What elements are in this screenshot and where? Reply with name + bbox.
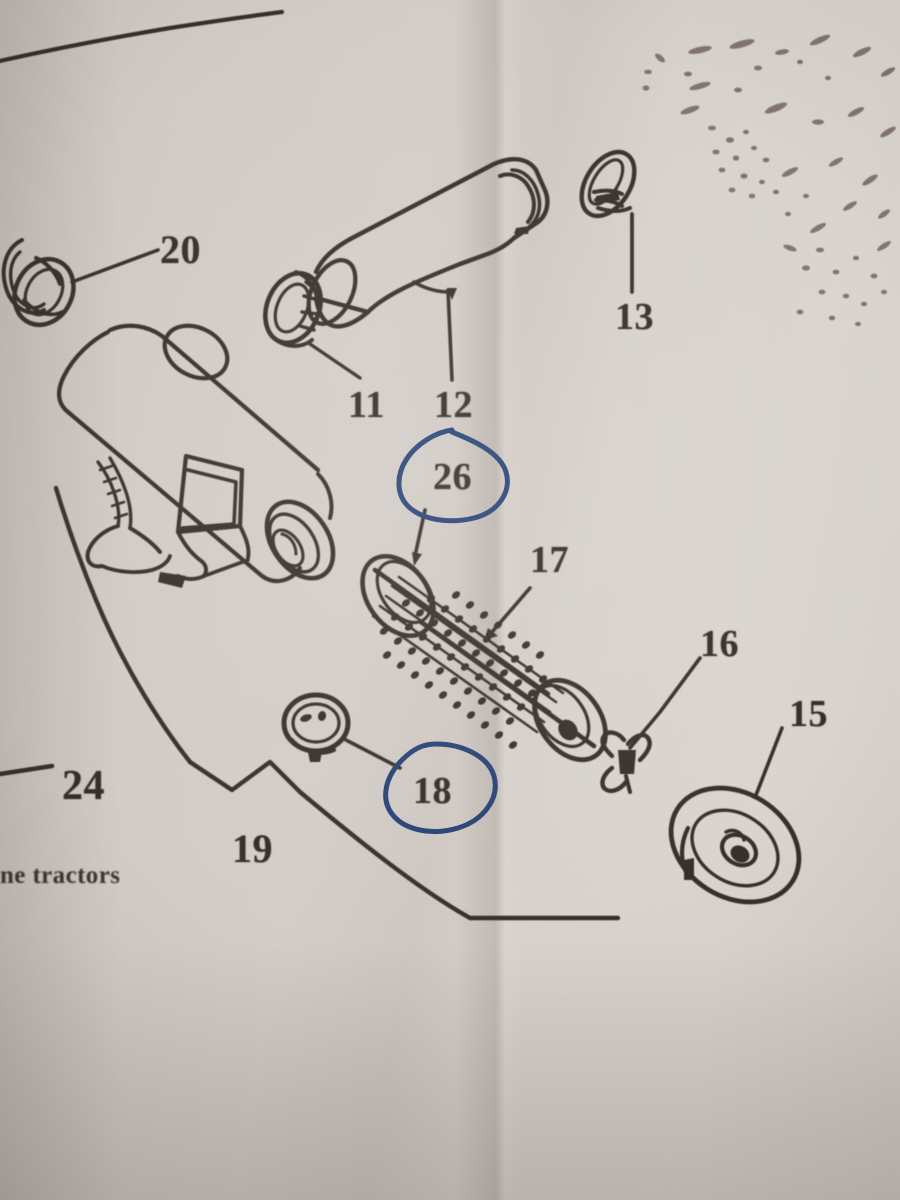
callout-16: 16 bbox=[700, 622, 739, 666]
page-caption-text: ne tractors bbox=[0, 862, 120, 890]
part-11-hose-clamp bbox=[263, 270, 362, 380]
faded-print-artifacts bbox=[642, 34, 896, 327]
part-15-end-cap-disc bbox=[668, 726, 802, 905]
callout-13: 13 bbox=[615, 295, 654, 339]
callout-20: 20 bbox=[160, 226, 201, 273]
paper-fold-crease bbox=[455, 0, 525, 1200]
air-cleaner-canister-body bbox=[57, 323, 336, 584]
part-18-retaining-nut bbox=[281, 692, 402, 770]
pen-circle-18 bbox=[383, 741, 498, 834]
part-20-hose-clamp bbox=[1, 238, 160, 328]
frame-line-top-left bbox=[0, 9, 285, 64]
callout-19: 19 bbox=[232, 825, 273, 872]
callout-15: 15 bbox=[789, 692, 828, 736]
pen-circle-26 bbox=[396, 427, 510, 524]
filter-mesh-dots bbox=[379, 591, 548, 749]
callout-18: 18 bbox=[413, 769, 452, 813]
callout-11: 11 bbox=[348, 383, 385, 427]
canister-mounting-bracket bbox=[85, 453, 251, 588]
callout-24: 24 bbox=[62, 762, 105, 810]
filter-mesh-pattern bbox=[371, 575, 565, 734]
part-24-support-strap bbox=[0, 763, 55, 777]
callout-26: 26 bbox=[433, 455, 472, 499]
part-17-filter-element bbox=[360, 553, 608, 763]
callout-17: 17 bbox=[530, 538, 569, 582]
paper-shadow-left bbox=[0, 0, 120, 1200]
part-19-mounting-leg bbox=[53, 485, 621, 921]
part-16-wing-nut bbox=[600, 656, 702, 794]
callout-12: 12 bbox=[434, 383, 473, 427]
part-12-intake-duct bbox=[306, 157, 550, 382]
photo-bottom-shade bbox=[0, 940, 900, 1200]
part-13-clamp-bracket bbox=[579, 149, 637, 294]
